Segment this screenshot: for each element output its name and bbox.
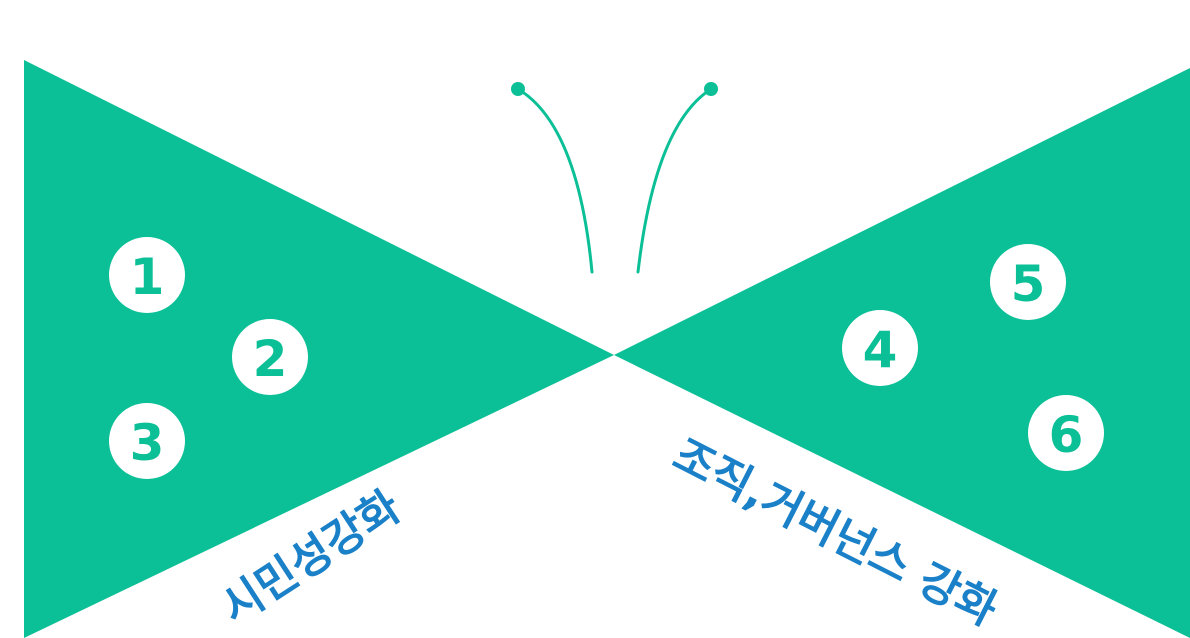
badge-5: 5 [990,244,1066,320]
badge-4-number: 4 [863,321,898,379]
badge-6-number: 6 [1049,406,1084,464]
badge-5-number: 5 [1011,255,1046,313]
badge-3: 3 [109,403,185,479]
badge-2-number: 2 [253,330,288,388]
left-antenna-tip [511,82,525,96]
badge-2: 2 [232,319,308,395]
antennae [511,82,718,274]
badge-3-number: 3 [130,414,165,472]
right-antenna-tip [704,82,718,96]
badge-4: 4 [842,310,918,386]
right-antenna [636,87,713,274]
badge-6: 6 [1028,395,1104,471]
badge-1: 1 [109,237,185,313]
left-wing [24,60,614,638]
badge-1-number: 1 [130,248,165,306]
left-antenna [516,87,594,274]
